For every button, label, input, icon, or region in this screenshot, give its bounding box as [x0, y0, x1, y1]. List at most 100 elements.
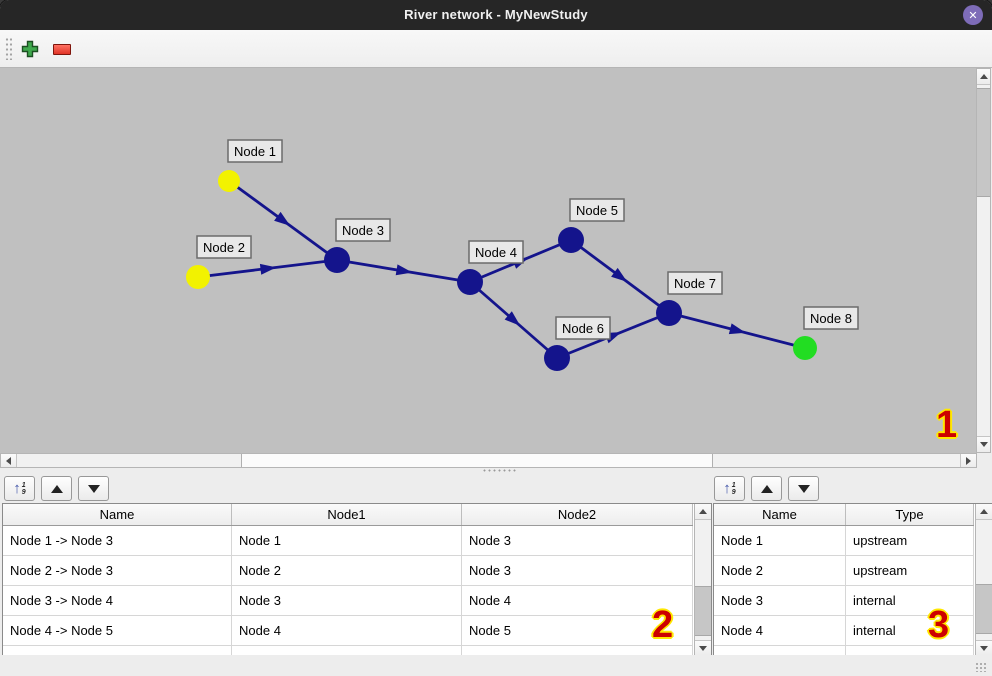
column-header[interactable]: Type [846, 504, 974, 525]
scroll-down-button[interactable] [977, 436, 990, 452]
resize-grip-icon[interactable] [975, 662, 987, 672]
scroll-down-button[interactable] [695, 640, 711, 656]
move-down-button[interactable] [788, 476, 819, 501]
pane-splitter[interactable] [0, 468, 992, 473]
table-cell[interactable]: Node 2 [714, 556, 846, 585]
column-header[interactable]: Node1 [232, 504, 462, 525]
remove-node-button[interactable] [51, 38, 73, 60]
column-header[interactable]: Name [714, 504, 846, 525]
scrollbar-thumb[interactable] [695, 586, 711, 636]
scroll-up-button[interactable] [695, 504, 711, 520]
nodes-table-scrollbar[interactable] [975, 504, 992, 656]
table-cell[interactable]: Node 3 -> Node 4 [3, 586, 232, 615]
table-cell[interactable]: Node 4 [232, 616, 462, 645]
table-row-partial[interactable] [3, 646, 693, 656]
graph-node[interactable] [218, 170, 240, 192]
graph-node[interactable] [544, 345, 570, 371]
node-label-box[interactable] [335, 218, 391, 242]
close-button[interactable]: ✕ [963, 5, 983, 25]
down-arrow-icon [699, 646, 707, 651]
canvas-vertical-scrollbar[interactable] [976, 68, 991, 453]
canvas-hscrollbar-thumb[interactable] [241, 454, 713, 467]
canvas-vscrollbar-thumb[interactable] [977, 88, 990, 197]
scroll-down-button[interactable] [976, 640, 992, 656]
table-cell [232, 646, 462, 656]
up-arrow-icon [50, 484, 63, 493]
table-cell[interactable]: Node 4 [462, 586, 693, 615]
column-header[interactable]: Node2 [462, 504, 693, 525]
titlebar[interactable]: River network - MyNewStudy ✕ [0, 0, 992, 30]
table-cell[interactable]: Node 3 [232, 586, 462, 615]
node-label: Node 7 [674, 276, 716, 291]
move-down-button[interactable] [78, 476, 109, 501]
table-cell[interactable]: Node 3 [462, 556, 693, 585]
scroll-left-button[interactable] [1, 454, 17, 467]
table-row-partial[interactable] [714, 646, 974, 656]
down-arrow-icon [980, 646, 988, 651]
up-arrow-icon [699, 509, 707, 514]
scroll-up-button[interactable] [976, 504, 992, 520]
table-cell[interactable]: Node 4 -> Node 5 [3, 616, 232, 645]
table-cell[interactable]: Node 5 [462, 616, 693, 645]
node-label-box[interactable] [803, 306, 859, 330]
scrollbar-thumb[interactable] [976, 584, 992, 634]
table-cell[interactable]: Node 2 [232, 556, 462, 585]
node-label: Node 4 [475, 245, 517, 260]
table-cell[interactable]: internal [846, 616, 974, 645]
table-cell[interactable]: Node 1 [232, 526, 462, 555]
move-up-button[interactable] [751, 476, 782, 501]
table-cell[interactable]: internal [846, 586, 974, 615]
graph-node[interactable] [656, 300, 682, 326]
up-arrow-icon [979, 74, 988, 79]
down-arrow-icon [797, 484, 810, 493]
table-cell[interactable]: Node 4 [714, 616, 846, 645]
edge-arrow-icon [611, 267, 628, 282]
node-label-box[interactable] [555, 316, 611, 340]
scroll-up-button[interactable] [977, 69, 990, 85]
table-cell[interactable]: upstream [846, 526, 974, 555]
scroll-right-button[interactable] [960, 454, 976, 467]
right-arrow-icon [966, 456, 971, 465]
node-label-box[interactable] [227, 139, 283, 163]
edge-arrow-icon [395, 264, 413, 276]
table-cell[interactable]: upstream [846, 556, 974, 585]
node-label: Node 3 [342, 223, 384, 238]
graph-node[interactable] [457, 269, 483, 295]
edges-table-scrollbar[interactable] [694, 504, 711, 656]
move-up-button[interactable] [41, 476, 72, 501]
graph-node[interactable] [186, 265, 210, 289]
down-arrow-icon [979, 442, 988, 447]
column-header[interactable]: Name [3, 504, 232, 525]
graph-node[interactable] [324, 247, 350, 273]
table-cell[interactable]: Node 1 [714, 526, 846, 555]
graph-node[interactable] [558, 227, 584, 253]
node-label-box[interactable] [468, 240, 524, 264]
table-cell[interactable]: Node 1 -> Node 3 [3, 526, 232, 555]
table-cell[interactable]: Node 2 -> Node 3 [3, 556, 232, 585]
toolbar-grip-handle[interactable] [5, 37, 12, 60]
node-label-box[interactable] [196, 235, 252, 259]
table-cell[interactable]: Node 3 [714, 586, 846, 615]
table-cell[interactable]: Node 3 [462, 526, 693, 555]
node-label-box[interactable] [667, 271, 723, 295]
canvas-horizontal-scrollbar[interactable] [0, 453, 977, 468]
graph-node[interactable] [793, 336, 817, 360]
node-label-box[interactable] [569, 198, 625, 222]
add-node-button[interactable] [19, 38, 41, 60]
